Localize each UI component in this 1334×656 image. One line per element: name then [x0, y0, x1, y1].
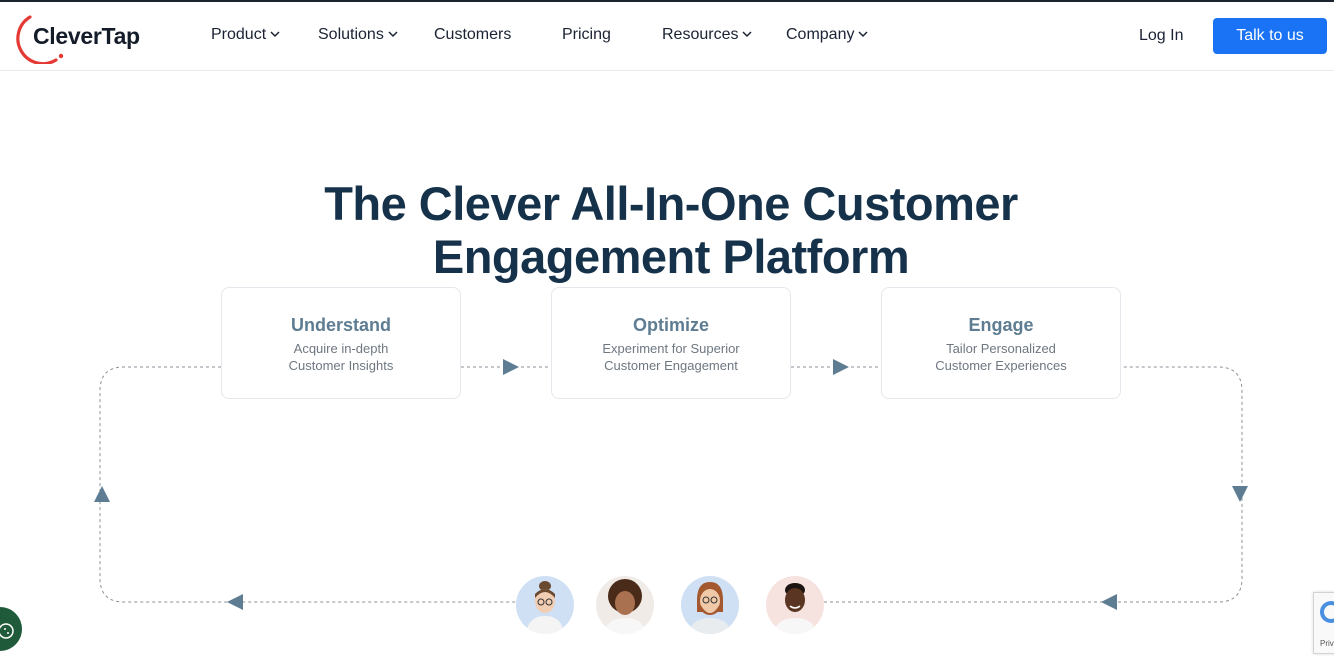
- clevertap-logo[interactable]: CleverTap: [16, 14, 156, 64]
- talk-to-us-button[interactable]: Talk to us: [1213, 18, 1327, 54]
- step-title: Understand: [290, 315, 391, 335]
- chevron-down-icon: [388, 31, 398, 38]
- recaptcha-badge[interactable]: Priv: [1313, 592, 1334, 654]
- woman-curly-hair-avatar: [596, 576, 654, 634]
- cookie-settings-button[interactable]: [0, 607, 22, 651]
- arrow-down-icon: [1232, 486, 1248, 502]
- recaptcha-icon: [1320, 601, 1334, 623]
- arrow-right-icon: [833, 359, 849, 375]
- arrow-right-icon: [503, 359, 519, 375]
- step-description-line2: Customer Insights: [288, 358, 394, 373]
- step-card-understand: Understand Acquire in-depth Customer Ins…: [221, 287, 461, 399]
- nav-pricing-label: Pricing: [562, 26, 611, 43]
- site-header: CleverTap Product Solutions Customers Pr…: [0, 2, 1334, 71]
- nav-company-label: Company: [786, 26, 855, 43]
- step-description: Tailor Personalized Customer Experiences: [882, 340, 1120, 374]
- nav-customers-label: Customers: [434, 26, 512, 43]
- nav-product-label: Product: [211, 26, 267, 43]
- nav-solutions-label: Solutions: [318, 26, 384, 43]
- nav-resources[interactable]: Resources: [662, 24, 753, 46]
- step-description-line1: Experiment for Superior: [602, 341, 740, 356]
- nav-customers[interactable]: Customers: [434, 24, 511, 46]
- hero-title: The Clever All-In-One Customer Engagemen…: [0, 177, 1334, 283]
- nav-solutions[interactable]: Solutions: [318, 24, 399, 46]
- nav-product[interactable]: Product: [211, 24, 281, 46]
- step-description-line2: Customer Experiences: [935, 358, 1067, 373]
- nav-resources-label: Resources: [662, 26, 739, 43]
- logo-wordmark: CleverTap: [33, 23, 140, 49]
- step-description-line2: Customer Engagement: [604, 358, 738, 373]
- nav-pricing[interactable]: Pricing: [562, 24, 611, 46]
- cookie-icon: [0, 623, 14, 639]
- hero-title-line1: The Clever All-In-One Customer: [324, 177, 1018, 231]
- nav-company[interactable]: Company: [786, 24, 869, 46]
- chevron-down-icon: [270, 31, 280, 38]
- step-card-engage: Engage Tailor Personalized Customer Expe…: [881, 287, 1121, 399]
- arrow-left-icon: [1101, 594, 1117, 610]
- top-border: [0, 0, 1334, 2]
- arrow-up-icon: [94, 486, 110, 502]
- arrow-left-icon: [227, 594, 243, 610]
- loop-connector-left: [99, 366, 516, 603]
- man-smiling-avatar: [766, 576, 824, 634]
- man-beard-glasses-avatar: [681, 576, 739, 634]
- hero-title-line2: Engagement Platform: [432, 230, 910, 284]
- chevron-down-icon: [858, 31, 869, 38]
- step-title: Engage: [968, 315, 1034, 335]
- step-description-line1: Acquire in-depth: [293, 341, 389, 356]
- login-link[interactable]: Log In: [1139, 27, 1184, 44]
- step-description: Experiment for Superior Customer Engagem…: [552, 340, 790, 374]
- step-description: Acquire in-depth Customer Insights: [222, 340, 460, 374]
- step-description-line1: Tailor Personalized: [946, 341, 1056, 356]
- loop-connector-right: [824, 366, 1243, 603]
- step-card-optimize: Optimize Experiment for Superior Custome…: [551, 287, 791, 399]
- logo-ring-icon: [16, 15, 64, 64]
- woman-glasses-avatar: [516, 576, 574, 634]
- step-title: Optimize: [632, 315, 709, 335]
- recaptcha-privacy-text: Priv: [1320, 639, 1334, 648]
- chevron-down-icon: [742, 31, 753, 38]
